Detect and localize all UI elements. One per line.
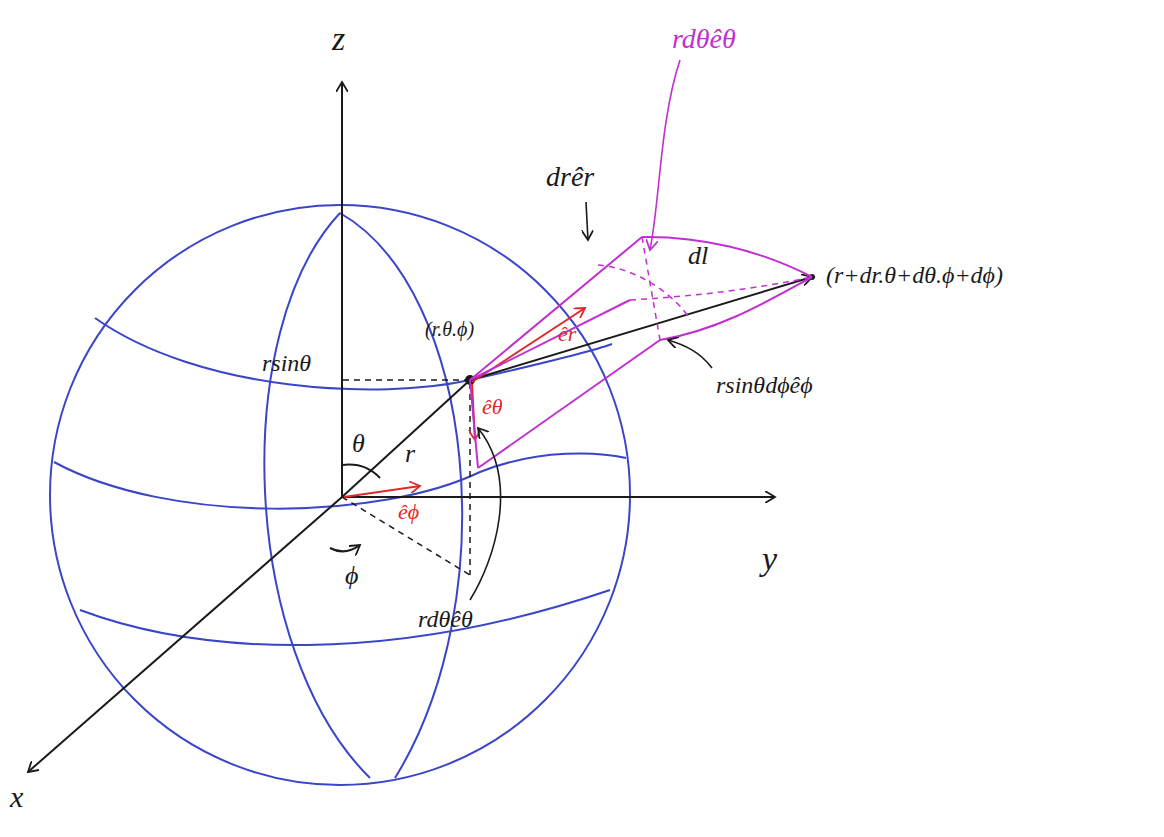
axis-label: z [332, 20, 345, 57]
angle-label: θ [352, 430, 365, 459]
point-label: (r+dr.θ+dθ.ϕ+dϕ) [826, 262, 1003, 288]
unit-vector-label: êθ [482, 395, 503, 419]
displacement-label: rsinθdϕêϕ [716, 372, 813, 398]
axis-label: x [10, 780, 23, 813]
vector-label: dl⃗ [688, 242, 728, 271]
unit-vector-label: êϕ [398, 500, 419, 524]
length-label: rsinθ [262, 350, 311, 376]
point-label: (r.θ.ϕ) [425, 318, 474, 340]
displacement-label: rdθêθ [672, 24, 736, 55]
axis-label: y [762, 540, 777, 577]
angle-label: ϕ [345, 562, 358, 591]
displacement-label: rdθêθ [418, 606, 473, 632]
unit-vector-label: êr [558, 322, 576, 346]
displacement-label: drêr [546, 162, 594, 193]
radius-label: r [405, 440, 415, 469]
